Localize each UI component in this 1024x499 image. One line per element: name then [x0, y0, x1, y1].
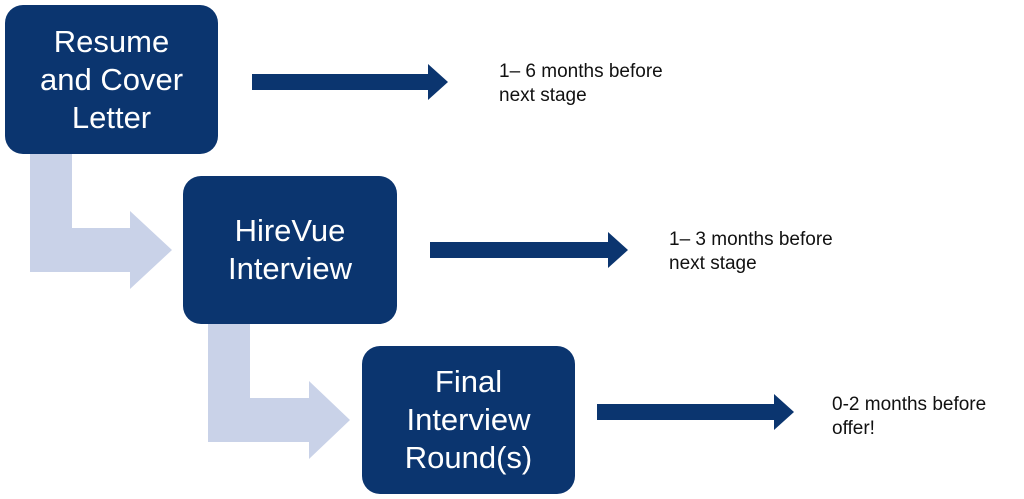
- timing-note-stage-3: 0-2 months before offer!: [832, 394, 987, 439]
- flow-arrow-1-to-2: [30, 154, 172, 289]
- timing-note-stage-1: 1– 6 months before next stage: [499, 61, 663, 106]
- timing-arrow-1: [252, 64, 448, 100]
- timing-arrow-3: [597, 394, 794, 430]
- stage-box-resume-cover-letter: Resume and Cover Letter: [5, 5, 218, 154]
- timing-arrow-2: [430, 232, 628, 268]
- timing-note-stage-2: 1– 3 months before next stage: [669, 229, 833, 274]
- flow-arrow-2-to-3: [208, 324, 350, 459]
- stage-box-hirevue-interview: HireVue Interview: [183, 176, 397, 324]
- stage-box-final-interview-rounds: Final Interview Round(s): [362, 346, 575, 494]
